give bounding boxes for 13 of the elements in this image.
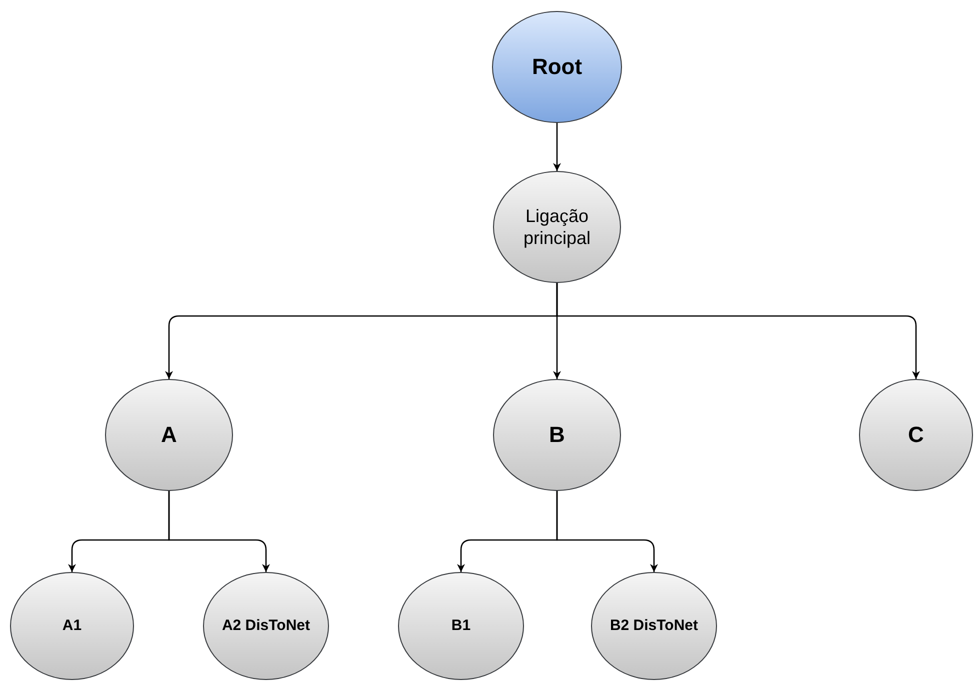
arrow (556, 283, 920, 379)
node-label: A2 DisToNet (220, 616, 312, 636)
node-label: A (160, 421, 178, 449)
arrow (556, 491, 658, 572)
node-label: Ligação principal (522, 204, 592, 250)
node-label: C (907, 421, 925, 449)
node-label: B2 DisToNet (608, 616, 700, 636)
node-label: B1 (450, 616, 472, 636)
arrow (553, 123, 561, 171)
node-label: A1 (61, 616, 83, 636)
arrow (168, 491, 270, 572)
node-label: Root (530, 53, 584, 81)
node-label: B (548, 421, 566, 449)
